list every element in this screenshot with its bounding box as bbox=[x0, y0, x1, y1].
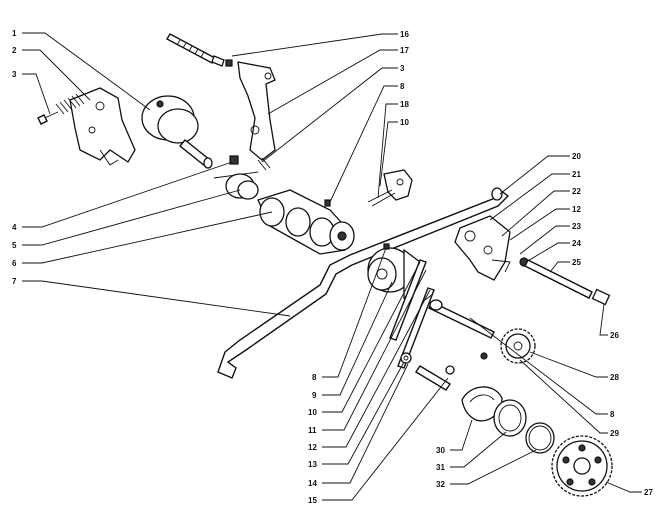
part-18-10-bracket bbox=[367, 169, 413, 207]
part-14-nut bbox=[400, 352, 412, 364]
callout-27: 27 bbox=[644, 488, 653, 497]
callout-22: 22 bbox=[572, 187, 581, 196]
callout-28: 28 bbox=[610, 373, 619, 382]
callout-8-upper: 8 bbox=[400, 82, 405, 91]
part-1-drum-shaft bbox=[141, 95, 213, 169]
part-3-spring bbox=[37, 93, 85, 125]
callout-8-lower: 8 bbox=[312, 373, 317, 382]
callout-10-upper: 10 bbox=[400, 118, 409, 127]
callout-9: 9 bbox=[312, 391, 317, 400]
callout-6: 6 bbox=[12, 259, 17, 268]
callout-31: 31 bbox=[436, 463, 445, 472]
part-17-lever bbox=[237, 61, 276, 161]
callout-14: 14 bbox=[308, 479, 317, 488]
part-28-small-sprocket bbox=[500, 328, 536, 364]
part-27-large-sprocket bbox=[551, 435, 613, 497]
callout-5: 5 bbox=[12, 241, 17, 250]
callout-29: 29 bbox=[610, 429, 619, 438]
callout-12-lower: 12 bbox=[308, 443, 317, 452]
callout-4: 4 bbox=[12, 223, 17, 232]
part-31-ring bbox=[493, 399, 527, 437]
callout-16: 16 bbox=[400, 30, 409, 39]
callout-13: 13 bbox=[308, 460, 317, 469]
part-2-bracket bbox=[69, 87, 136, 166]
callout-8-right: 8 bbox=[610, 410, 615, 419]
callout-7: 7 bbox=[12, 277, 17, 286]
callout-25: 25 bbox=[572, 258, 581, 267]
callout-18: 18 bbox=[400, 100, 409, 109]
callout-17: 17 bbox=[400, 46, 409, 55]
part-21-bracket-assembly bbox=[454, 215, 511, 281]
part-4-nut bbox=[229, 155, 239, 165]
part-16-threaded-rod bbox=[166, 33, 233, 67]
callout-1: 1 bbox=[12, 29, 17, 38]
callout-3: 3 bbox=[12, 70, 17, 79]
part-8-pin-shaft bbox=[428, 299, 495, 360]
callout-20: 20 bbox=[572, 152, 581, 161]
callout-15: 15 bbox=[308, 496, 317, 505]
part-25-shaft bbox=[519, 257, 611, 306]
callout-23: 23 bbox=[572, 222, 581, 231]
callout-12-upper: 12 bbox=[572, 205, 581, 214]
callout-11: 11 bbox=[308, 426, 317, 435]
part-11-rods bbox=[389, 259, 435, 369]
part-5-roller bbox=[213, 157, 271, 200]
part-15-pin bbox=[415, 365, 455, 391]
leader-lines bbox=[22, 32, 642, 501]
callout-2: 2 bbox=[12, 46, 17, 55]
callout-3-upper: 3 bbox=[400, 64, 405, 73]
callout-32: 32 bbox=[436, 480, 445, 489]
callout-30: 30 bbox=[436, 446, 445, 455]
callout-24: 24 bbox=[572, 239, 581, 248]
part-6-cam-shaft bbox=[257, 189, 355, 255]
part-32-circlip bbox=[525, 422, 555, 454]
callout-10-lower: 10 bbox=[308, 408, 317, 417]
callout-26: 26 bbox=[610, 331, 619, 340]
callout-21: 21 bbox=[572, 170, 581, 179]
callout-labels: 1 2 3 4 5 6 7 16 17 3 8 18 10 20 21 22 1… bbox=[12, 29, 653, 505]
